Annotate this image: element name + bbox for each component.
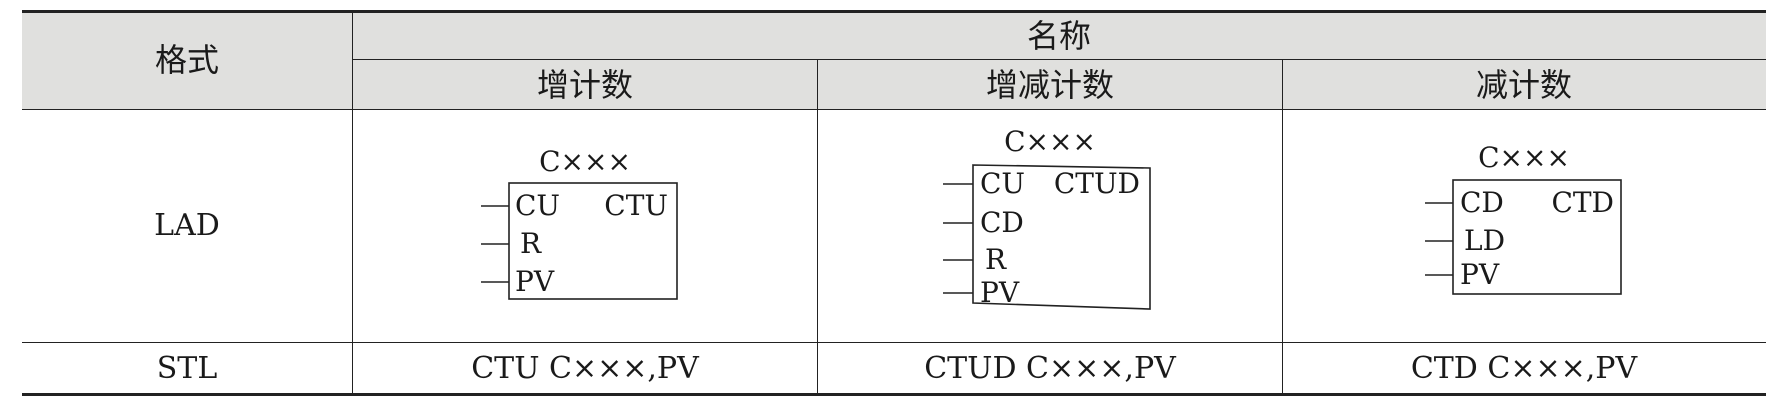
row-label-stl: STL (156, 351, 218, 386)
top-rule (22, 10, 1766, 13)
ctd-input-ld: LD (1464, 224, 1505, 257)
ctu-type-label: CTU (604, 189, 668, 222)
ctud-block-frame (972, 164, 1151, 310)
header-format: 格式 (154, 41, 220, 79)
ctd-input-cd: CD (1460, 186, 1504, 219)
ctud-counter-label: C××× (1004, 125, 1096, 158)
name-subheader-rule (352, 59, 1766, 60)
ctd-counter-label: C××× (1478, 141, 1570, 174)
ctu-input-r: R (520, 227, 542, 260)
ctd-type-label: CTD (1551, 186, 1614, 219)
header-col-up: 增计数 (536, 66, 634, 104)
header-col-down: 减计数 (1475, 66, 1573, 104)
format-column-divider (352, 12, 353, 394)
ctud-type-label: CTUD (1054, 167, 1140, 200)
row-label-lad: LAD (154, 208, 220, 243)
lad-bottom-rule (22, 342, 1766, 343)
ctu-input-pv: PV (515, 265, 555, 298)
bottom-rule (22, 393, 1766, 396)
stl-ctud: CTUD C×××,PV (924, 351, 1176, 386)
header-background (22, 12, 1766, 110)
ctu-counter-label: C××× (539, 145, 631, 178)
ctd-input-pv: PV (1460, 258, 1500, 291)
ctu-input-cu: CU (515, 189, 560, 222)
ctud-input-cu: CU (980, 167, 1025, 200)
header-col-updown: 增减计数 (985, 66, 1115, 104)
up-updown-divider (817, 59, 818, 394)
header-bottom-rule (22, 109, 1766, 110)
ctud-input-cd: CD (980, 206, 1024, 239)
ctud-input-r: R (985, 243, 1007, 276)
stl-ctd: CTD C×××,PV (1410, 351, 1638, 386)
ctu-block-frame (508, 182, 678, 300)
stl-ctu: CTU C×××,PV (471, 351, 699, 386)
ctd-block-frame (1452, 179, 1622, 295)
header-name: 名称 (1026, 17, 1092, 55)
ctud-input-pv: PV (980, 276, 1020, 309)
updown-down-divider (1282, 59, 1283, 394)
